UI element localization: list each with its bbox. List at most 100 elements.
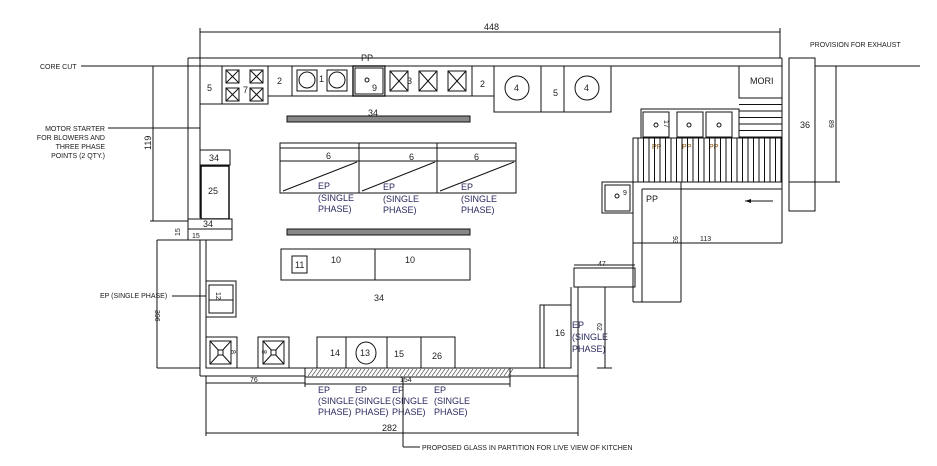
hatch-line: [475, 368, 482, 377]
svg-text:15: 15: [394, 349, 404, 359]
svg-text:26: 26: [432, 351, 442, 361]
hatch-line: [483, 368, 490, 377]
svg-text:(SINGLE: (SINGLE: [318, 396, 354, 406]
svg-text:MORI: MORI: [750, 76, 774, 86]
hatch-line: [331, 368, 338, 377]
hatch-line: [415, 368, 422, 377]
hatch-line: [499, 368, 506, 377]
svg-text:EP: EP: [392, 385, 404, 395]
pass-shelf: [286, 228, 471, 236]
svg-text:4: 4: [514, 83, 519, 93]
ep-single-phase-inline-label: EP (SINGLE PHASE): [100, 293, 167, 300]
svg-text:12: 12: [214, 292, 221, 300]
svg-text:(SINGLE: (SINGLE: [572, 332, 608, 342]
pass-shelf: [286, 115, 471, 123]
svg-text:MOTOR STARTER: MOTOR STARTER: [45, 126, 105, 133]
hatch-line: [395, 368, 402, 377]
hatch-line: [451, 368, 458, 377]
svg-text:11: 11: [295, 260, 304, 270]
svg-text:THREE PHASE: THREE PHASE: [56, 144, 106, 151]
hatch-line: [343, 368, 350, 377]
svg-text:(SINGLE: (SINGLE: [355, 396, 391, 406]
hatch-line: [307, 368, 314, 377]
left-wall-unit-12: 12: [205, 280, 237, 318]
floor-grate: [637, 138, 782, 182]
svg-text:17: 17: [662, 120, 669, 128]
svg-text:PHASE): PHASE): [434, 407, 468, 417]
hatch-line: [367, 368, 374, 377]
svg-text:EP: EP: [318, 385, 330, 395]
svg-text:8: 8: [260, 350, 267, 354]
hatch-line: [467, 368, 474, 377]
motor-starter-note: MOTOR STARTER FOR BLOWERS AND THREE PHAS…: [37, 126, 200, 160]
hatch-line: [391, 368, 398, 377]
hatch-line: [327, 368, 334, 377]
svg-text:5: 5: [553, 88, 558, 98]
svg-text:(SINGLE: (SINGLE: [461, 194, 497, 204]
hatch-line: [455, 368, 462, 377]
svg-text:6: 6: [409, 152, 414, 162]
svg-text:2: 2: [277, 76, 282, 86]
svg-text:154: 154: [400, 377, 412, 384]
svg-text:(SINGLE: (SINGLE: [318, 193, 354, 203]
svg-text:25: 25: [208, 186, 218, 196]
svg-text:113: 113: [700, 236, 711, 243]
hatch-line: [379, 368, 386, 377]
exhaust-column: 36 89: [788, 57, 840, 212]
svg-text:PHASE): PHASE): [461, 205, 495, 215]
svg-text:PHASE): PHASE): [572, 344, 606, 354]
hatch-line: [311, 368, 318, 377]
svg-text:282: 282: [382, 423, 397, 433]
svg-text:4: 4: [584, 83, 589, 93]
svg-text:POINTS (2 QTY.): POINTS (2 QTY.): [51, 153, 105, 160]
floor-area-label: 34: [374, 293, 384, 303]
hatch-line: [323, 368, 330, 377]
hatch-line: [371, 368, 378, 377]
hatch-line: [439, 368, 446, 377]
svg-text:119: 119: [143, 136, 153, 150]
hatch-line: [463, 368, 470, 377]
svg-text:EP: EP: [572, 320, 584, 330]
svg-text:2: 2: [480, 79, 485, 89]
right-wash-area: MORI 17 PP PP PP 9 PP 113 93: [601, 65, 783, 303]
svg-text:9: 9: [623, 190, 627, 197]
core-cut-label: CORE CUT: [40, 64, 77, 71]
svg-text:(SINGLE: (SINGLE: [383, 194, 419, 204]
hatch-line: [319, 368, 326, 377]
svg-text:6: 6: [326, 151, 331, 161]
svg-text:34: 34: [203, 219, 213, 229]
glass-partition: [304, 367, 514, 378]
svg-text:62: 62: [595, 323, 602, 331]
hatch-line: [399, 368, 406, 377]
bottom-burners: 8 8: [205, 336, 290, 369]
svg-text:(SINGLE: (SINGLE: [434, 396, 470, 406]
svg-text:FOR BLOWERS AND: FOR BLOWERS AND: [37, 135, 105, 142]
top-equipment-row: 5 7 2 1 9 3 2 4 5 4: [199, 53, 612, 113]
svg-text:8: 8: [229, 350, 236, 354]
svg-text:PHASE): PHASE): [383, 205, 417, 215]
svg-text:36: 36: [800, 120, 810, 130]
pp-label: PP: [361, 53, 373, 63]
svg-text:EP: EP: [318, 181, 330, 191]
hatch-line: [471, 368, 478, 377]
hatch-line: [487, 368, 494, 377]
hatch-line: [383, 368, 390, 377]
hatch-line: [335, 368, 342, 377]
svg-text:(SINGLE: (SINGLE: [392, 396, 428, 406]
svg-text:10: 10: [331, 255, 341, 265]
hatch-line: [435, 368, 442, 377]
svg-text:PHASE): PHASE): [355, 407, 389, 417]
svg-text:93: 93: [671, 236, 678, 244]
svg-text:15: 15: [192, 233, 200, 240]
hatch-line: [479, 368, 486, 377]
hatch-line: [407, 368, 414, 377]
svg-text:6: 6: [474, 152, 479, 162]
left-units: 34 25 34 15 15: [175, 149, 233, 241]
proposed-glass-note: PROPOSED GLASS IN PARTITION FOR LIVE VIE…: [402, 378, 633, 452]
svg-text:7: 7: [243, 85, 248, 95]
svg-text:34: 34: [209, 153, 219, 163]
svg-text:EP: EP: [355, 385, 367, 395]
